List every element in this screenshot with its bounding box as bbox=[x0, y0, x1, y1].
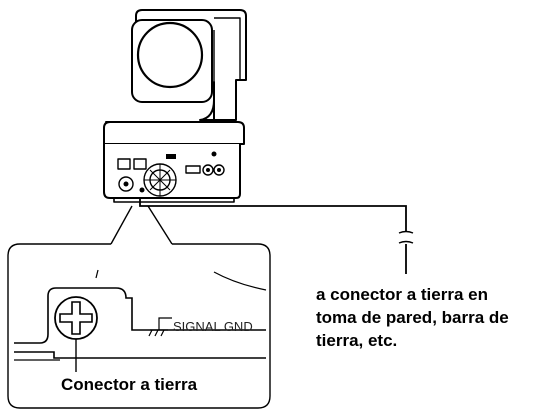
rear-panel bbox=[117, 151, 225, 197]
lens bbox=[136, 21, 204, 89]
signal-ground-symbol-icon bbox=[148, 317, 172, 337]
destination-label-line-3: tierra, etc. bbox=[316, 331, 397, 350]
destination-label-line-1: a conector a tierra en bbox=[316, 285, 488, 304]
terminal-detail bbox=[14, 269, 267, 372]
destination-label: a conector a tierra en toma de pared, ba… bbox=[316, 285, 509, 350]
hdmi-port-icon bbox=[185, 165, 201, 174]
signal-gnd-label: SIGNAL GND bbox=[173, 319, 253, 334]
ground-terminal-icon bbox=[139, 187, 145, 193]
callout-box bbox=[7, 243, 271, 409]
ground-cable bbox=[139, 198, 414, 274]
lan-port-2-icon bbox=[133, 158, 147, 170]
ptz-camera bbox=[103, 9, 247, 203]
camera-base bbox=[103, 121, 245, 203]
zoom-callout bbox=[7, 205, 271, 409]
ground-screw-icon bbox=[54, 296, 98, 340]
camera-head bbox=[131, 9, 247, 121]
ground-connector-label: Conector a tierra bbox=[61, 375, 198, 394]
lan-port-icon bbox=[117, 158, 131, 170]
cable-break-icon bbox=[398, 230, 414, 244]
destination-label-line-2: toma de pared, barra de bbox=[316, 308, 509, 327]
